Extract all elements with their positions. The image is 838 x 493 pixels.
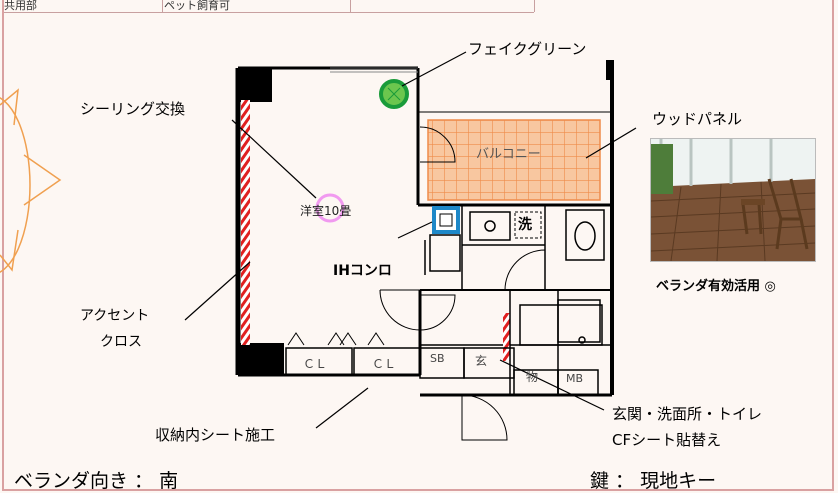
sb-label: SB bbox=[430, 352, 445, 365]
header-cell-3 bbox=[352, 0, 535, 12]
header-cell-2: ペット飼育可 bbox=[164, 0, 351, 12]
mb-label: MB bbox=[566, 372, 584, 385]
balcony-label: バルコニー bbox=[476, 147, 541, 162]
callout-entrance-line1: 玄関・洗面所・トイレ bbox=[612, 405, 763, 423]
column-top-right bbox=[606, 60, 614, 80]
callout-veranda-use: ベランダ有効活用 ◎ bbox=[656, 279, 776, 294]
column-bottom-left bbox=[238, 343, 284, 375]
callout-fake-green: フェイクグリーン bbox=[468, 40, 587, 58]
ih-marker bbox=[432, 206, 460, 234]
wash-label: 洗 bbox=[518, 217, 532, 233]
closet-label-2: ＣＬ bbox=[372, 357, 397, 371]
callout-wood-panel: ウッドパネル bbox=[652, 110, 743, 128]
callout-ih: IHコンロ bbox=[333, 263, 392, 279]
callout-accent-line1: アクセント bbox=[80, 308, 150, 324]
callout-entrance-line2: CFシート貼替え bbox=[612, 431, 722, 449]
callout-ceiling: シーリング交換 bbox=[80, 100, 186, 118]
door-swings bbox=[379, 126, 546, 441]
closet-triangles bbox=[287, 332, 385, 346]
footer-veranda-direction: ベランダ向き ： 南 bbox=[14, 470, 179, 492]
column-top-left bbox=[238, 68, 272, 102]
wash-box bbox=[514, 211, 542, 239]
ceiling-marker bbox=[315, 193, 345, 223]
wood-deck-photo bbox=[650, 138, 816, 262]
room-label: 洋室10畳 bbox=[300, 204, 352, 218]
footer-key: 鍵 ： 現地キー bbox=[590, 470, 717, 492]
header-cell-1: 共用部 bbox=[4, 0, 163, 12]
callout-accent-line2: クロス bbox=[100, 334, 142, 350]
header-strip: 共用部 ペット飼育可 bbox=[4, 0, 535, 13]
callout-storage-sheet: 収納内シート施工 bbox=[155, 426, 276, 444]
accent-wall-stripe bbox=[241, 100, 250, 345]
accent-stripe-entry bbox=[503, 313, 510, 361]
storage-label: 物 bbox=[526, 370, 539, 384]
sun-icon bbox=[0, 88, 62, 273]
closets bbox=[285, 347, 599, 396]
balcony-area bbox=[427, 119, 601, 201]
entrance-label: 玄 bbox=[475, 354, 488, 368]
interior-partitions bbox=[424, 205, 605, 395]
callout-leaders bbox=[184, 51, 637, 429]
closet-label-1: ＣＬ bbox=[303, 357, 328, 371]
